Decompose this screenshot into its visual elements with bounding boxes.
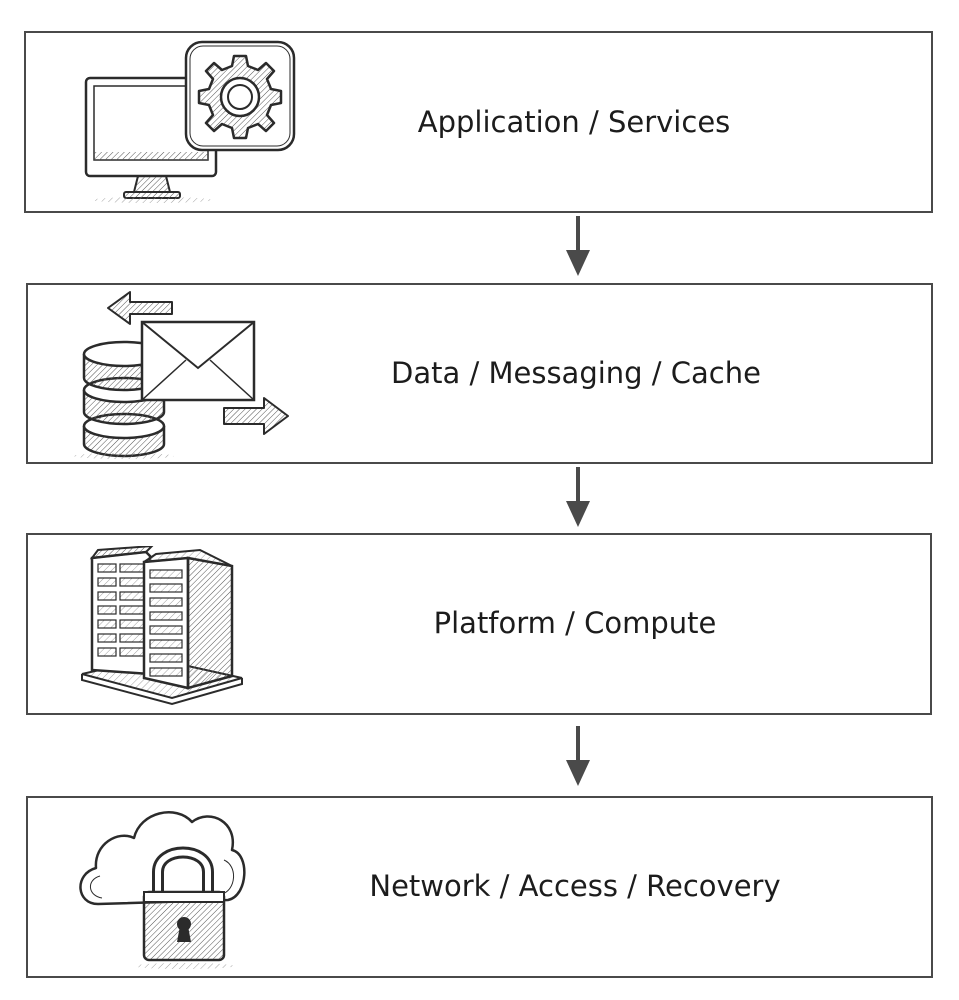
server-rack-icon [81, 546, 243, 706]
flow-arrow-down-icon [566, 467, 590, 527]
layer-label-platform: Platform / Compute [433, 606, 717, 640]
database-envelope-icon [74, 291, 289, 459]
layer-label-data: Data / Messaging / Cache [391, 356, 761, 390]
monitor-gear-icon [84, 40, 296, 203]
layer-label-network: Network / Access / Recovery [369, 869, 781, 903]
layer-label-application: Application / Services [417, 105, 731, 139]
flow-arrow-down-icon [566, 216, 590, 276]
flow-arrow-down-icon [566, 726, 590, 786]
cloud-padlock-icon [79, 811, 246, 969]
